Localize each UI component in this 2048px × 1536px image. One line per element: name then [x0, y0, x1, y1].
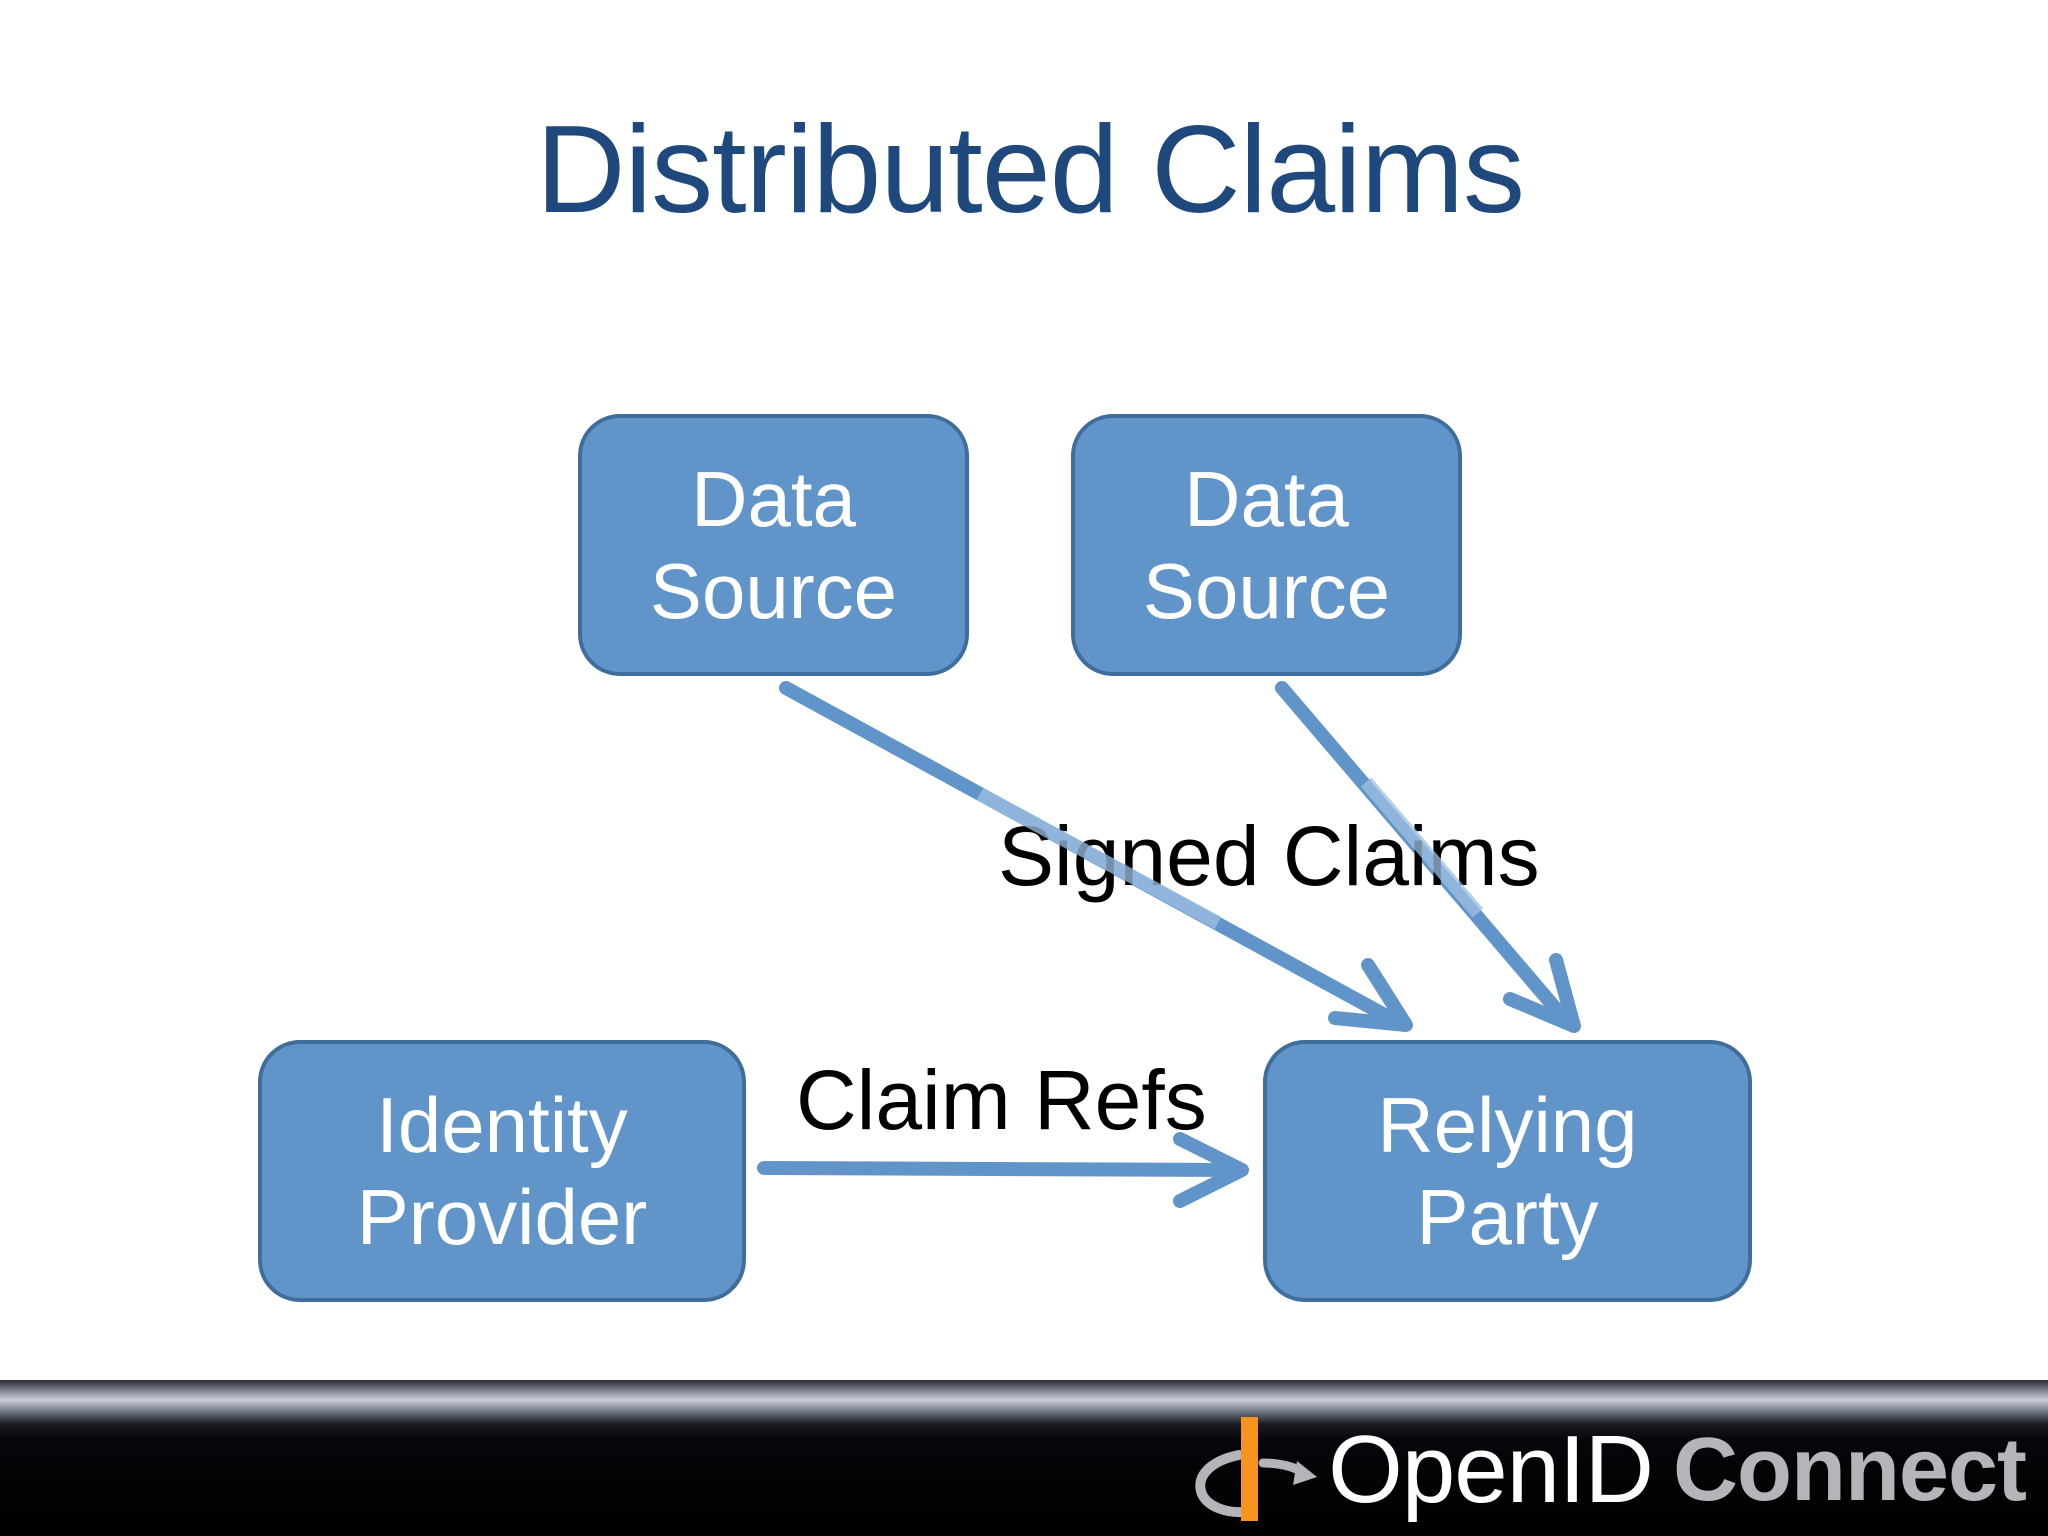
- node-label-line1: Identity: [376, 1081, 628, 1169]
- data-source-box: Data Source: [578, 414, 969, 676]
- arrow-head-datasource1: [1328, 958, 1413, 1032]
- openid-connect-logo: OpenID Connect: [1193, 1410, 2027, 1530]
- node-label-line2: Provider: [356, 1173, 648, 1261]
- arrow-identityprovider-to-relyingparty: [757, 1161, 1241, 1177]
- footer-bar: [0, 1380, 2048, 1536]
- identity-provider-box: Identity Provider: [258, 1040, 746, 1302]
- node-label-line1: Data: [1184, 455, 1349, 543]
- data-source-box: Data Source: [1071, 414, 1462, 676]
- arrow-head-identityprovider: [1173, 1132, 1249, 1208]
- arrow-head-datasource2: [1503, 953, 1581, 1033]
- signed-claims-label: Signed Claims: [998, 809, 1540, 903]
- node-label-line1: Relying: [1377, 1081, 1638, 1169]
- relying-party-box: Relying Party: [1263, 1040, 1752, 1302]
- node-label-line1: Data: [691, 455, 856, 543]
- node-label-line2: Source: [1142, 547, 1391, 635]
- distributed-claims-diagram: Data Source Data Source Identity Provide…: [258, 414, 1752, 1302]
- node-label-line2: Source: [649, 547, 898, 635]
- slide-title: Distributed Claims: [535, 101, 1525, 239]
- claim-refs-label: Claim Refs: [796, 1053, 1207, 1147]
- logo-openid-text: OpenID: [1328, 1416, 1654, 1523]
- node-label-line2: Party: [1416, 1173, 1599, 1261]
- openid-logo-icon: [1195, 1417, 1318, 1521]
- logo-connect-text: Connect: [1673, 1419, 2027, 1520]
